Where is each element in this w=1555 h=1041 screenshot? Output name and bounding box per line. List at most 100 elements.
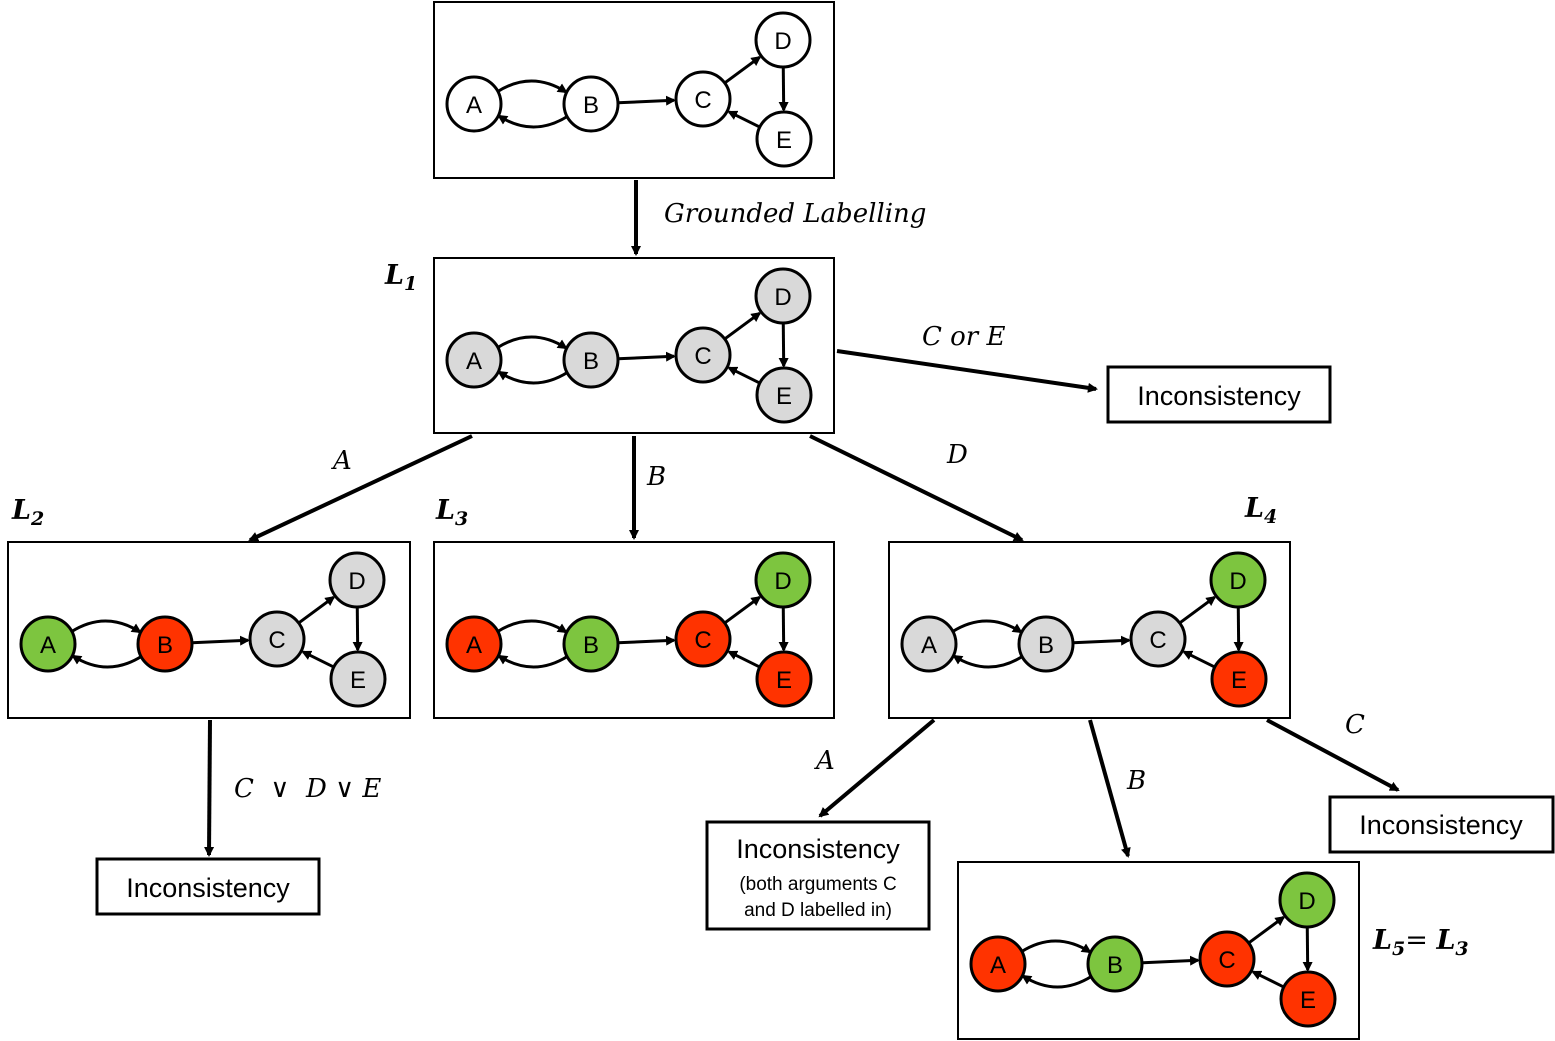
argument-label-c: C: [694, 87, 711, 114]
attack-edge-c-d: [723, 596, 762, 625]
attack-edge-a-b: [496, 335, 568, 350]
inconsistency-box-l2: Inconsistency: [95, 857, 321, 916]
transition-a-label: A: [331, 446, 352, 476]
argument-label-c: C: [694, 627, 711, 654]
attack-edge-b-c: [1072, 635, 1132, 646]
argument-label-c: C: [1149, 627, 1166, 654]
argument-node-a: [445, 75, 503, 133]
graph-l5: A B C D E: [969, 871, 1337, 1028]
inconsistency-label: Inconsistency: [126, 873, 290, 903]
arrow-l4-c: [1266, 718, 1400, 792]
attack-edge-c-d: [297, 596, 336, 625]
argument-node-a: [445, 331, 503, 389]
argument-node-b: [136, 615, 194, 673]
labelling-name-l3: L3: [435, 495, 468, 530]
argument-node-e: [1210, 650, 1268, 708]
inconsistency-label: Inconsistency: [1359, 810, 1523, 840]
argument-node-b: [1017, 615, 1075, 673]
argument-label-b: B: [1107, 952, 1123, 979]
transition-l4-a-label: A: [814, 746, 835, 776]
arrow-l1-a: [248, 434, 473, 542]
attack-edge-b-c: [191, 635, 251, 646]
argument-label-a: A: [466, 632, 482, 659]
argument-label-e: E: [350, 667, 366, 694]
argument-label-c: C: [268, 627, 285, 654]
argument-node-e: [755, 366, 813, 424]
argument-label-a: A: [466, 92, 482, 119]
argument-label-b: B: [1038, 632, 1054, 659]
argument-label-a: A: [990, 952, 1006, 979]
attack-edge-a-b: [951, 619, 1023, 634]
attack-edge-b-a: [952, 654, 1024, 669]
argument-node-a: [19, 615, 77, 673]
argument-node-d: [328, 551, 386, 609]
argument-node-e: [755, 110, 813, 168]
transition-l4-b-label: B: [1126, 766, 1146, 796]
attack-edge-a-b: [70, 619, 142, 634]
argument-node-c: [674, 326, 732, 384]
attack-edge-b-c: [1141, 955, 1201, 966]
inconsistency-label: Inconsistency: [736, 834, 900, 864]
inconsistency-label: Inconsistency: [1137, 381, 1301, 411]
arrow-l4-a: [818, 718, 936, 818]
arrow-l1-c-or-e: [836, 349, 1098, 393]
arrow-l4-b: [1088, 719, 1131, 858]
transition-l4-c-label: C: [1345, 710, 1365, 740]
argument-node-d: [1278, 871, 1336, 929]
inconsistency-box-l1: Inconsistency: [1106, 365, 1332, 424]
labelling-name-l1: L1: [384, 260, 417, 295]
argument-node-a: [969, 935, 1027, 993]
transition-d-label: D: [946, 440, 968, 470]
argument-label-e: E: [776, 127, 792, 154]
inconsistency-box-l4-c: Inconsistency: [1328, 795, 1555, 854]
attack-edge-a-b: [496, 619, 568, 634]
attack-edge-c-d: [723, 312, 762, 341]
attack-edge-b-a: [71, 654, 143, 669]
argument-node-c: [674, 610, 732, 668]
argument-node-c: [1198, 930, 1256, 988]
argument-label-a: A: [466, 348, 482, 375]
argument-label-e: E: [1300, 987, 1316, 1014]
attack-edge-e-c: [727, 110, 761, 129]
attack-edge-b-a: [1021, 974, 1093, 989]
argument-label-b: B: [583, 632, 599, 659]
argument-label-d: D: [348, 568, 365, 595]
argument-label-e: E: [1231, 667, 1247, 694]
argument-label-d: D: [1298, 888, 1315, 915]
argument-node-b: [562, 615, 620, 673]
graph-l2: A B C D E: [19, 551, 387, 708]
argument-label-c: C: [1218, 947, 1235, 974]
argument-label-a: A: [40, 632, 56, 659]
attack-edge-b-c: [617, 95, 677, 106]
argument-node-d: [754, 551, 812, 609]
transition-c-or-e-label: C or E: [922, 322, 1006, 352]
argument-node-e: [329, 650, 387, 708]
argument-node-e: [755, 650, 813, 708]
argument-node-c: [674, 70, 732, 128]
attack-edge-b-a: [497, 114, 569, 129]
argument-label-b: B: [583, 92, 599, 119]
attack-edge-b-c: [617, 635, 677, 646]
transition-b-label: B: [646, 462, 666, 492]
graph-top: A B C D E: [445, 11, 813, 168]
argument-label-d: D: [774, 28, 791, 55]
argument-node-c: [1129, 610, 1187, 668]
argument-label-d: D: [774, 284, 791, 311]
argument-node-b: [1086, 935, 1144, 993]
inconsistency-note-line1: (both arguments C: [739, 874, 896, 895]
attack-edge-e-c: [1182, 650, 1216, 669]
argument-node-a: [900, 615, 958, 673]
attack-edge-c-d: [1247, 916, 1286, 945]
argument-label-b: B: [157, 632, 173, 659]
attack-edge-e-c: [301, 650, 335, 669]
arrow-l2-cde: [204, 719, 215, 857]
argument-node-d: [754, 267, 812, 325]
argument-label-e: E: [776, 667, 792, 694]
attack-edge-c-d: [1178, 596, 1217, 625]
inconsistency-box-l4-a: Inconsistency (both arguments C and D la…: [705, 820, 931, 931]
argument-label-d: D: [1229, 568, 1246, 595]
